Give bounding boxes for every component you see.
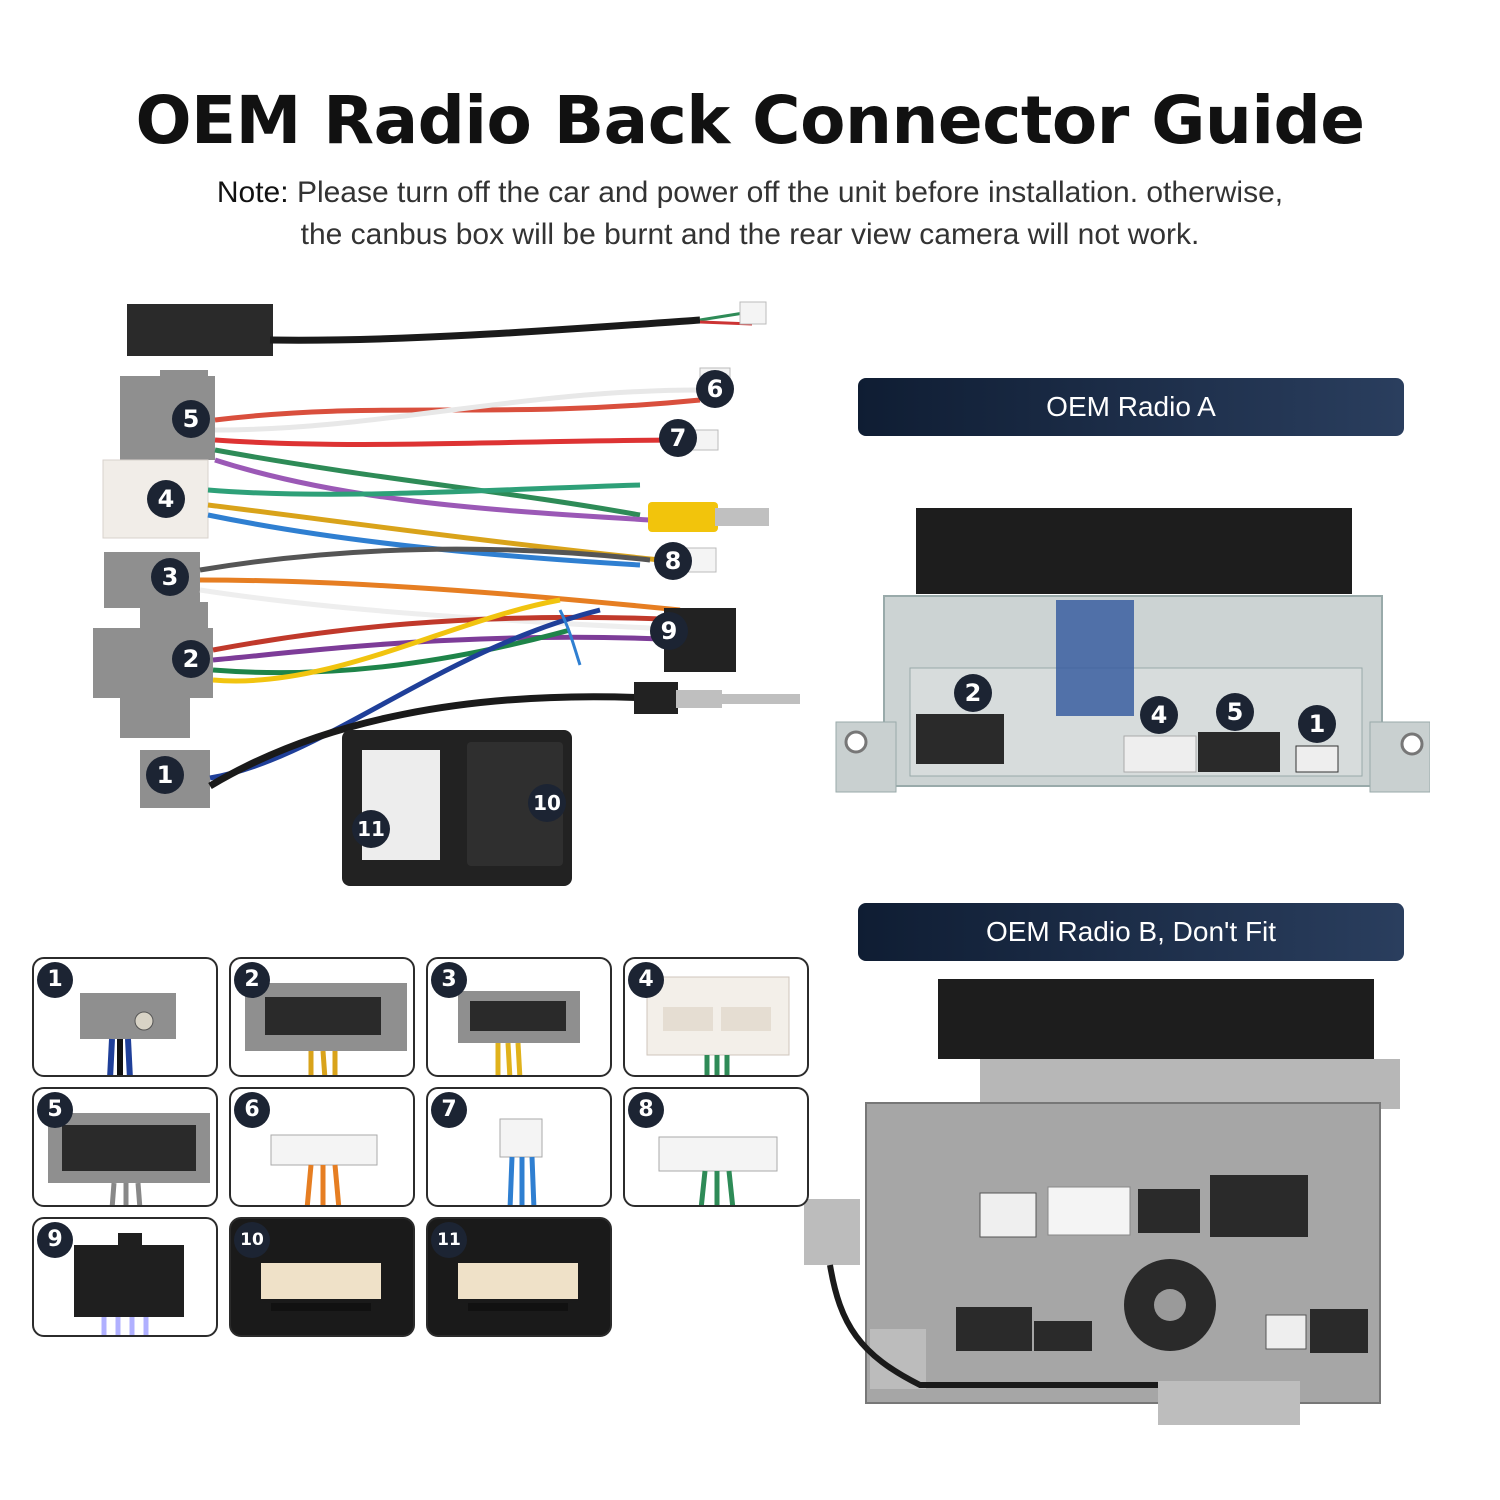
harness-badge-11: 11 bbox=[352, 810, 390, 848]
tile-badge-1: 1 bbox=[37, 962, 73, 998]
connector-tile-3: 3 bbox=[426, 957, 612, 1077]
harness-badge-5: 5 bbox=[172, 400, 210, 438]
tile-badge-4: 4 bbox=[628, 962, 664, 998]
harness-badge-1: 1 bbox=[146, 756, 184, 794]
harness-badge-6: 6 bbox=[696, 370, 734, 408]
connector-tile-10: 10 bbox=[229, 1217, 415, 1337]
tile-badge-2: 2 bbox=[234, 962, 270, 998]
tile-badge-8: 8 bbox=[628, 1092, 664, 1128]
tile-badge-6: 6 bbox=[234, 1092, 270, 1128]
oem-radio-b-illustration bbox=[804, 979, 1400, 1425]
connector-tile-7: 7 bbox=[426, 1087, 612, 1207]
note-label: Note: bbox=[216, 176, 289, 209]
tile-badge-10: 10 bbox=[234, 1222, 270, 1258]
harness-badge-7: 7 bbox=[659, 419, 697, 457]
harness-badge-10: 10 bbox=[528, 784, 566, 822]
oem-radio-a-illustration bbox=[835, 508, 1431, 793]
tile-badge-7: 7 bbox=[431, 1092, 467, 1128]
harness-badge-9: 9 bbox=[650, 612, 688, 650]
connector-tile-6: 6 bbox=[229, 1087, 415, 1207]
connector-tile-8: 8 bbox=[623, 1087, 809, 1207]
harness-badge-2: 2 bbox=[172, 640, 210, 678]
harness-badge-8: 8 bbox=[654, 542, 692, 580]
oem-radio-a-image: 2 4 5 1 bbox=[830, 500, 1431, 810]
harness-badge-4: 4 bbox=[147, 480, 185, 518]
oem-radio-b-label: OEM Radio B, Don't Fit bbox=[858, 903, 1404, 961]
radio-a-port-2: 2 bbox=[954, 674, 992, 712]
installation-note: Note: Please turn off the car and power … bbox=[0, 172, 1500, 256]
radio-a-port-1: 1 bbox=[1298, 705, 1336, 743]
connector-tile-9: 9 bbox=[32, 1217, 218, 1337]
connector-tile-2: 2 bbox=[229, 957, 415, 1077]
harness-illustration bbox=[93, 301, 800, 886]
tile-badge-3: 3 bbox=[431, 962, 467, 998]
tile-badge-9: 9 bbox=[37, 1222, 73, 1258]
radio-a-port-4: 4 bbox=[1140, 696, 1178, 734]
connector-tile-4: 4 bbox=[623, 957, 809, 1077]
tile-badge-5: 5 bbox=[37, 1092, 73, 1128]
connector-tile-1: 1 bbox=[32, 957, 218, 1077]
radio-a-port-5: 5 bbox=[1216, 693, 1254, 731]
note-line-1: Please turn off the car and power off th… bbox=[296, 176, 1284, 209]
harness-badge-3: 3 bbox=[151, 558, 189, 596]
connector-tile-5: 5 bbox=[32, 1087, 218, 1207]
note-line-2: the canbus box will be burnt and the rea… bbox=[300, 218, 1200, 251]
connector-tile-11: 11 bbox=[426, 1217, 612, 1337]
oem-radio-b-image bbox=[790, 975, 1410, 1435]
oem-radio-a-label: OEM Radio A bbox=[858, 378, 1404, 436]
tile-badge-11: 11 bbox=[431, 1222, 467, 1258]
page-title: OEM Radio Back Connector Guide bbox=[135, 82, 1365, 159]
harness-diagram: 5 4 3 2 1 6 7 8 9 10 11 bbox=[0, 290, 820, 930]
